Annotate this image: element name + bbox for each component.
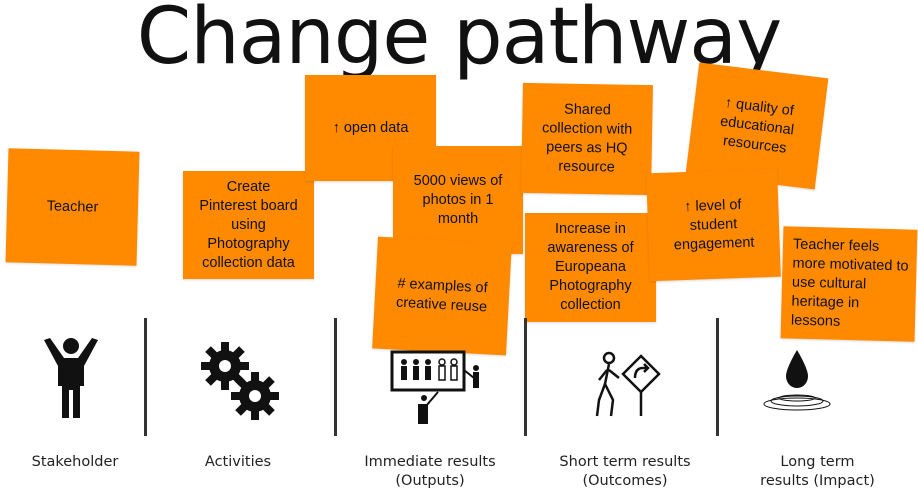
gears-icon — [201, 342, 279, 420]
column-divider — [144, 318, 147, 436]
column-label-stakeholder: Stakeholder — [31, 454, 119, 470]
presentation-icon — [390, 350, 479, 424]
column-label-outcomes: Short term results (Outcomes) — [559, 454, 691, 489]
note-views: 5000 views of photos in 1 month — [393, 146, 523, 254]
note-examples: # examples of creative reuse — [372, 236, 512, 356]
note-open-data: ↑ open data — [305, 75, 436, 181]
column-divider — [716, 318, 719, 436]
column-label-impact: Long term results (Impact) — [760, 454, 875, 489]
note-create-board: Create Pinterest board using Photography… — [183, 171, 314, 279]
person-icon — [44, 338, 98, 418]
column-divider — [334, 318, 337, 436]
note-engagement: ↑ level of student engagement — [646, 168, 781, 282]
walking-person-sign-icon — [595, 351, 661, 417]
note-awareness: Increase in awareness of Europeana Photo… — [525, 213, 656, 322]
page-title: Change pathway — [136, 0, 783, 82]
note-shared: Shared collection with peers as HQ resou… — [521, 82, 653, 196]
column-divider — [524, 318, 527, 436]
water-drop-icon — [763, 350, 831, 411]
column-label-outputs: Immediate results (Outputs) — [364, 454, 496, 489]
note-motivated: Teacher feels more motivated to use cult… — [780, 226, 918, 342]
note-teacher: Teacher — [5, 148, 140, 266]
column-label-activities: Activities — [204, 454, 272, 470]
